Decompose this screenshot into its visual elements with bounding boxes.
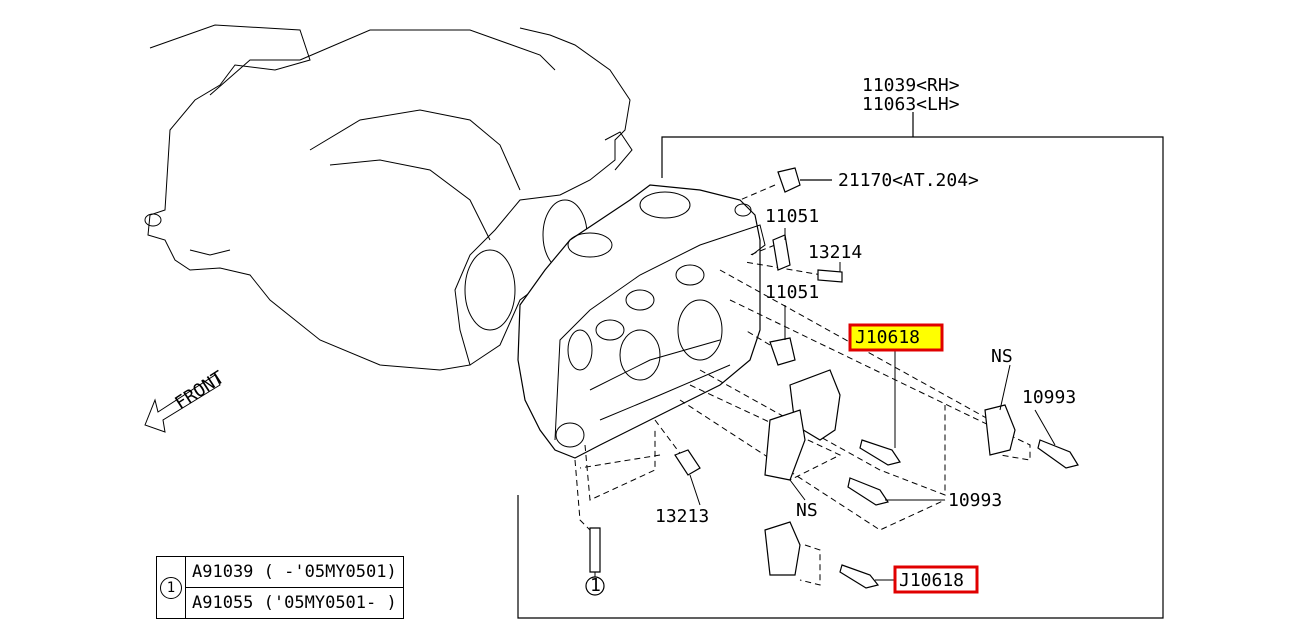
label-10993-top: 10993 [1022, 387, 1076, 408]
solid-leaders [689, 228, 1056, 581]
label-13214: 13214 [808, 242, 862, 263]
legend-row: 1 A91039 ( -'05MY0501) [156, 556, 404, 619]
legend-code-2: A91055 [192, 593, 254, 613]
label-11039-rh: 11039<RH> [862, 75, 960, 96]
j10618-bottom-highlight[interactable] [893, 565, 979, 594]
part-labels: 11039<RH> 11063<LH> 21170<AT.204> 11051 … [655, 75, 1076, 591]
ref-marker-1-label: 1 [590, 575, 601, 596]
label-j10618-top[interactable]: J10618 [855, 327, 920, 348]
assembly-bracket [517, 112, 1164, 619]
label-21170: 21170<AT.204> [838, 170, 979, 191]
legend-code-1: A91039 [192, 562, 254, 582]
legend-row: A91055 ('05MY0501- ) [157, 587, 404, 619]
legend-range-2: ('05MY0501- ) [263, 593, 397, 613]
label-11051-a: 11051 [765, 206, 819, 227]
legend-ref-circle: 1 [160, 576, 182, 599]
legend-entry-2[interactable]: A91055 ('05MY0501- ) [185, 587, 404, 619]
small-parts [589, 167, 1079, 589]
front-label: FRONT [171, 367, 228, 414]
engine-block-drawing [144, 24, 633, 371]
ref-marker-1: 1 [585, 575, 605, 596]
front-arrow: FRONT [144, 367, 228, 433]
label-ns-top: NS [991, 346, 1013, 367]
j10618-top-highlight[interactable] [848, 323, 944, 352]
label-13213: 13213 [655, 506, 709, 527]
legend-ref-cell: 1 [156, 556, 186, 619]
label-10993-mid: 10993 [948, 490, 1002, 511]
legend-table: 1 A91039 ( -'05MY0501) A91055 ('05MY0501… [156, 556, 404, 619]
cylinder-head-drawing [517, 184, 766, 459]
label-11051-b: 11051 [765, 282, 819, 303]
legend-range-1: ( -'05MY0501) [263, 562, 397, 582]
label-11063-lh: 11063<LH> [862, 94, 960, 115]
legend-entry-1[interactable]: A91039 ( -'05MY0501) [185, 556, 404, 588]
label-ns-mid: NS [796, 500, 818, 521]
label-j10618-bottom[interactable]: J10618 [899, 570, 964, 591]
